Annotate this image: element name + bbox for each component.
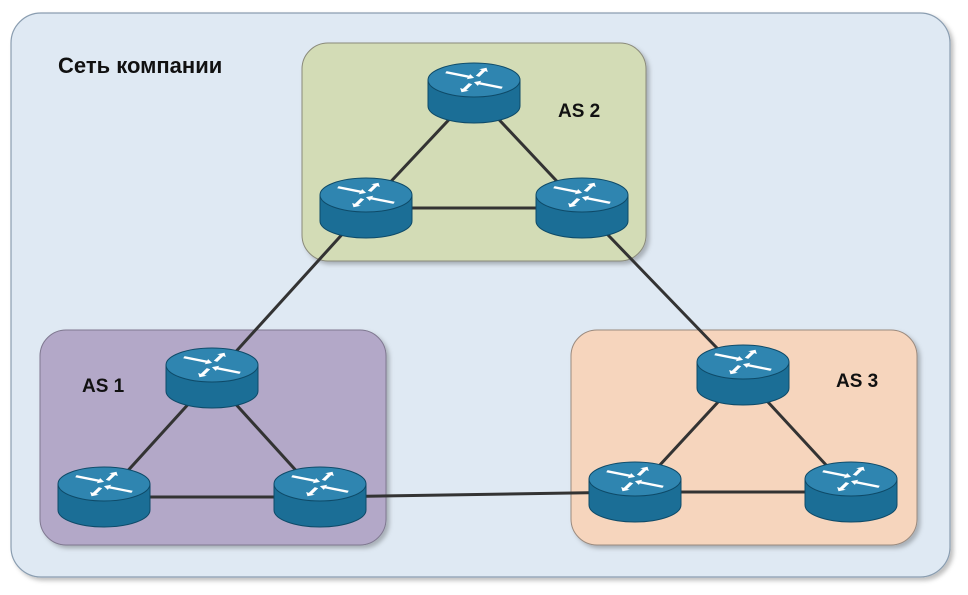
company-network-title: Сеть компании	[58, 53, 222, 78]
router-icon-as2-right	[535, 177, 629, 239]
routers-layer	[57, 62, 898, 528]
router-icon-as3-left	[588, 461, 682, 523]
router-icon-as1-left	[57, 466, 151, 528]
as1-label: AS 1	[82, 376, 125, 397]
as3-label: AS 3	[836, 371, 878, 392]
link-as1-right-as3-left	[319, 490, 636, 499]
router-icon-as3-top	[696, 344, 790, 406]
link-as2-right-as3-top	[580, 206, 745, 377]
router-icon-as1-right	[273, 466, 367, 528]
as2-label: AS 2	[558, 101, 600, 122]
router-icon-as3-right	[804, 461, 898, 523]
link-as2-left-as1-top	[210, 206, 368, 380]
router-icon-as1-top	[165, 347, 259, 409]
router-icon-as2-left	[319, 177, 413, 239]
router-icon-as2-top	[427, 62, 521, 124]
